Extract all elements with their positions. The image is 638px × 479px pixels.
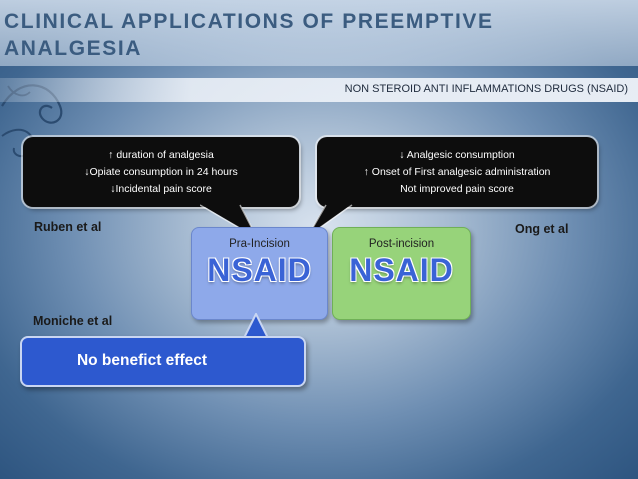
- post-incision-label: Post-incision: [333, 238, 470, 250]
- bubble-line-text: Not improved pain score: [400, 183, 514, 195]
- pre-incision-card: Pra-Incision NSAID: [191, 227, 328, 320]
- arrow-down-icon: ↓: [399, 149, 404, 161]
- callout-text: No benefict effect: [22, 352, 262, 370]
- bubble-line-text: duration of analgesia: [116, 149, 214, 161]
- bubble-line: ↓Opiate consumption in 24 hours: [23, 164, 299, 181]
- left-findings-bubble: ↑ duration of analgesia ↓Opiate consumpt…: [23, 137, 299, 207]
- bubble-line: Not improved pain score: [317, 181, 597, 198]
- no-benefit-callout: No benefict effect: [20, 336, 306, 387]
- bubble-line-text: Opiate consumption in 24 hours: [89, 166, 237, 178]
- post-incision-nsaid: NSAID: [333, 252, 470, 289]
- slide-subtitle: NON STEROID ANTI INFLAMMATIONS DRUGS (NS…: [345, 83, 628, 95]
- right-findings-bubble: ↓ Analgesic consumption ↑ Onset of First…: [317, 137, 597, 207]
- slide-title: CLINICAL APPLICATIONS OF PREEMPTIVE ANAL…: [4, 8, 624, 62]
- bubble-line: ↓ Analgesic consumption: [317, 147, 597, 164]
- arrow-up-icon: ↑: [108, 149, 113, 161]
- arrow-up-icon: ↑: [364, 166, 369, 178]
- bubble-line: ↓Incidental pain score: [23, 181, 299, 198]
- author-ong: Ong et al: [515, 222, 568, 236]
- bubble-line: ↑ Onset of First analgesic administratio…: [317, 164, 597, 181]
- pre-incision-label: Pra-Incision: [192, 238, 327, 250]
- bubble-line-text: Incidental pain score: [115, 183, 211, 195]
- bubble-line-text: Analgesic consumption: [407, 149, 515, 161]
- bubble-line-text: Onset of First analgesic administration: [372, 166, 551, 178]
- bubble-line: ↑ duration of analgesia: [23, 147, 299, 164]
- post-incision-card: Post-incision NSAID: [332, 227, 471, 320]
- author-ruben: Ruben et al: [34, 220, 101, 234]
- author-moniche: Moniche et al: [33, 314, 112, 328]
- pre-incision-nsaid: NSAID: [192, 252, 327, 289]
